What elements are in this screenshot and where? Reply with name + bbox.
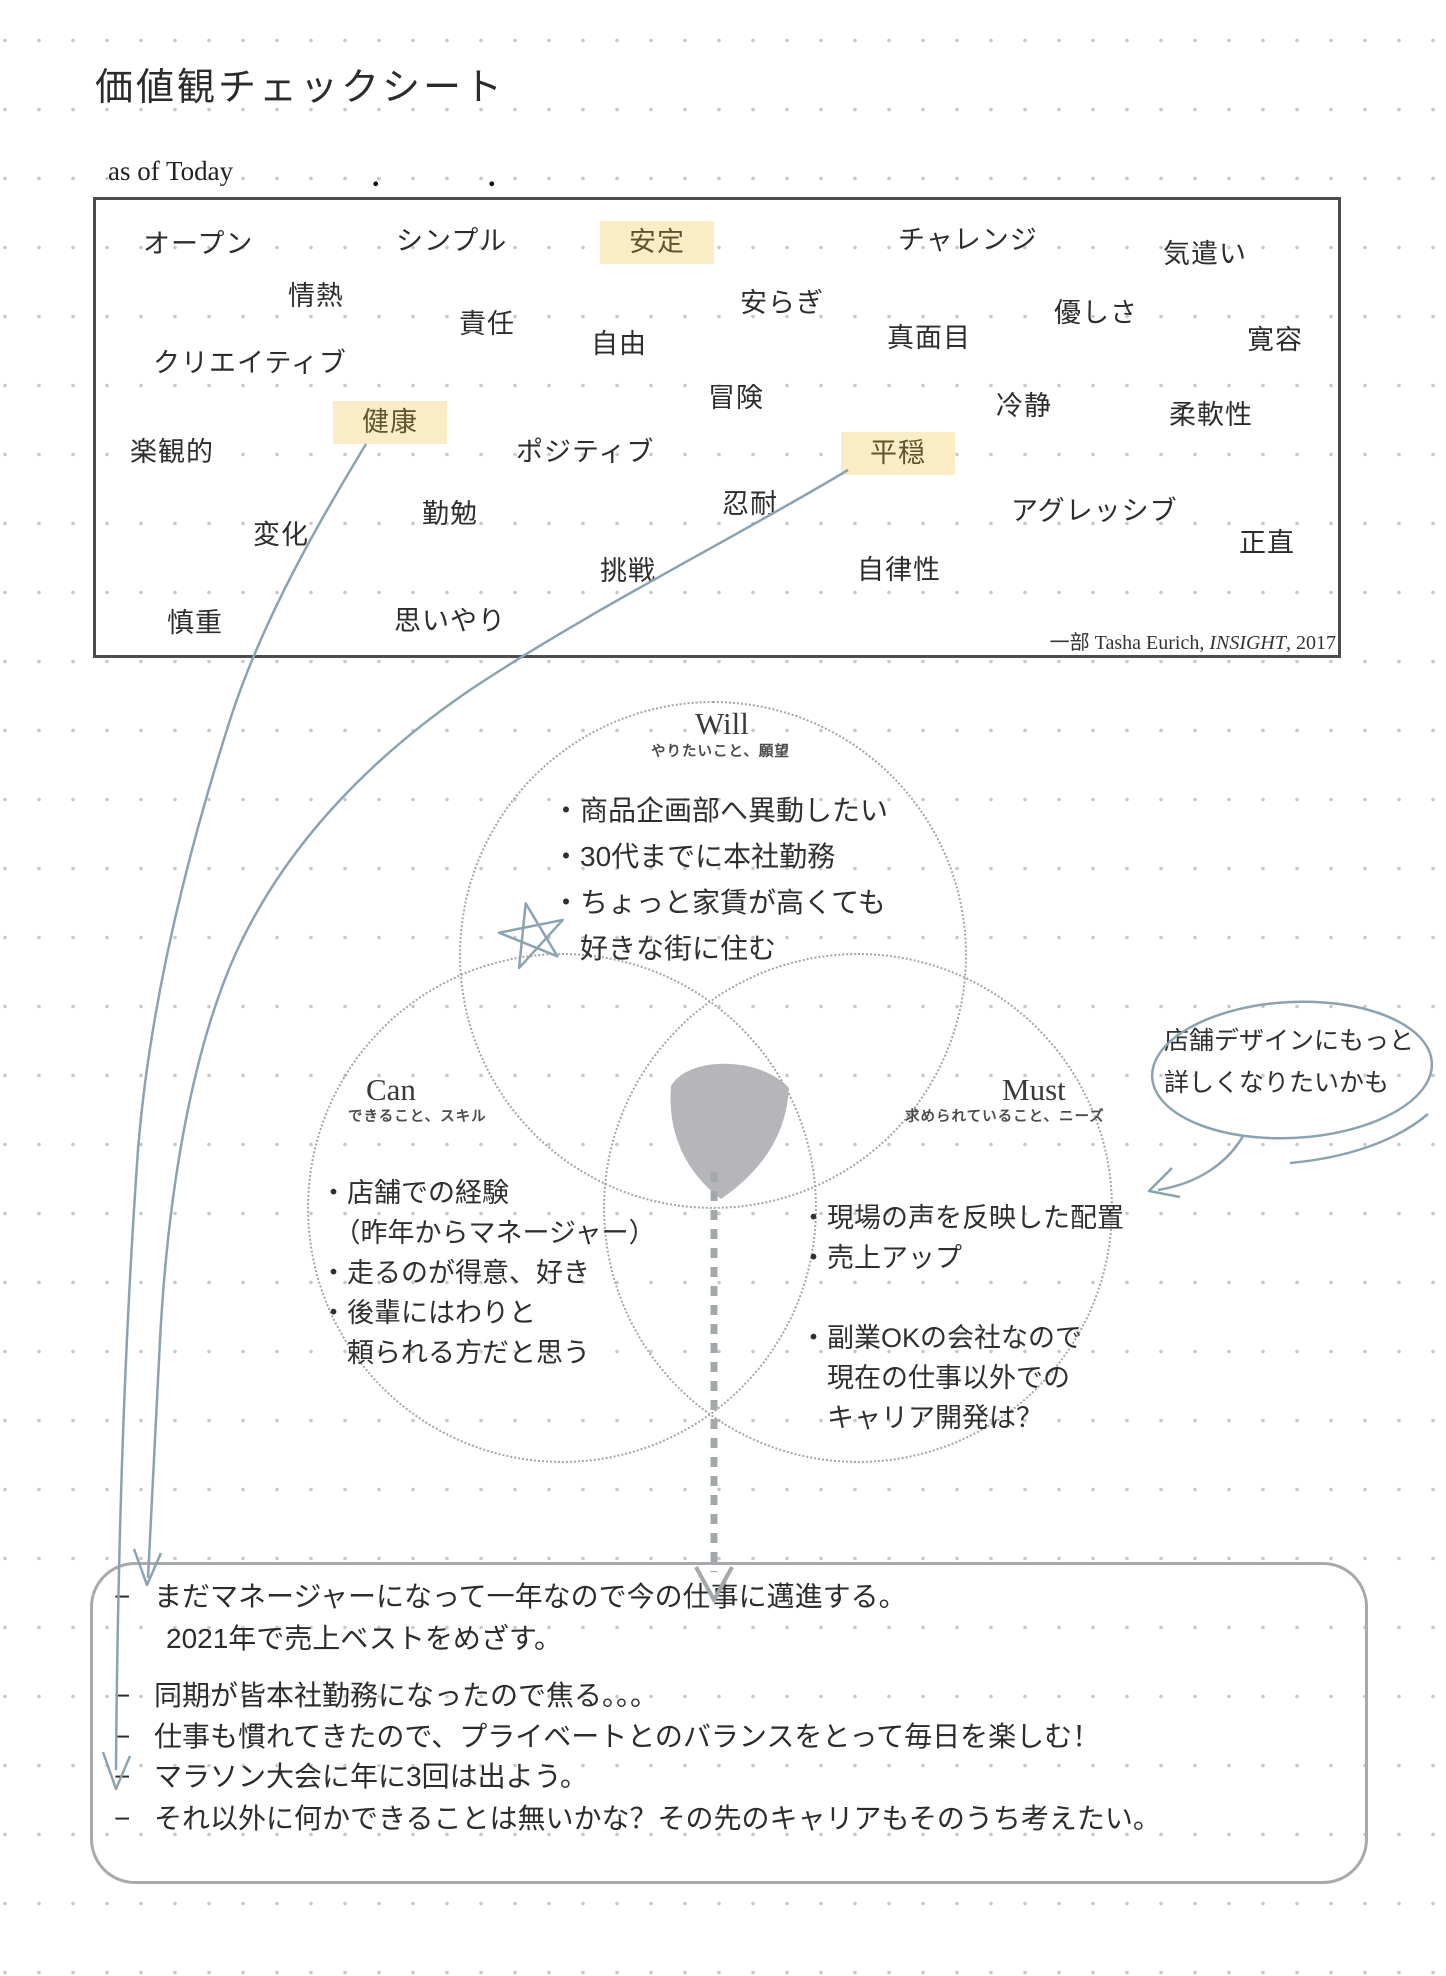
value-word: チャレンジ — [898, 225, 1038, 255]
value-word: オープン — [143, 229, 254, 259]
as-of-label: as of Today — [108, 156, 234, 186]
must-item: ・売上アップ — [800, 1243, 962, 1273]
value-word: 自律性 — [857, 555, 941, 585]
venn-label-will: Will — [695, 706, 749, 741]
value-word: 慎重 — [167, 608, 223, 638]
value-word: 冒険 — [708, 383, 764, 413]
note-text: それ以外に何かできることは無いかな？その先のキャリアもそのうち考えたい。 — [154, 1803, 1161, 1834]
note-line: −仕事も慣れてきたので、プライベートとのバランスをとって毎日を楽しむ！ — [114, 1723, 1100, 1751]
attribution-suffix: , 2017 — [1286, 632, 1336, 654]
will-item: 好きな街に住む — [552, 933, 777, 964]
must-item: ・副業OKの会社なので — [800, 1323, 1083, 1353]
note-line: 2021年で売上ベストをめざす。 — [114, 1625, 562, 1653]
note-dash: − — [114, 1803, 131, 1834]
must-item: 現在の仕事以外での — [800, 1363, 1070, 1393]
value-word: 安らぎ — [740, 288, 824, 318]
venn-sublabel-will: やりたいこと、願望 — [651, 744, 790, 760]
note-dash: − — [114, 1761, 131, 1792]
value-word: 忍耐 — [722, 489, 778, 519]
attribution: 一部 Tasha Eurich, INSIGHT, 2017 — [1014, 626, 1336, 655]
value-word: シンプル — [396, 226, 508, 256]
value-word: 楽観的 — [130, 437, 214, 467]
will-item: ・商品企画部へ異動したい — [552, 795, 889, 826]
note-text: 2021年で売上ベストをめざす。 — [166, 1623, 563, 1654]
speech-bubble-line: 店舗デザインにもっと — [1164, 1027, 1415, 1055]
value-word: 挑戦 — [600, 556, 656, 586]
value-word: 真面目 — [887, 323, 971, 353]
will-item: ・30代までに本社勤務 — [552, 841, 836, 872]
bubble-arrowhead-icon — [1147, 1167, 1181, 1199]
venn-label-can: Can — [366, 1072, 416, 1107]
speech-bubble-text: 店舗デザインにもっと 詳しくなりたいかも — [1164, 1020, 1414, 1104]
note-text: マラソン大会に年に3回は出よう。 — [154, 1761, 588, 1792]
value-word-highlighted: 平穏 — [841, 432, 955, 475]
venn-label-must: Must — [1002, 1072, 1066, 1107]
note-dash: − — [114, 1680, 131, 1711]
value-word: クリエイティブ — [153, 348, 347, 378]
must-item: ・現場の声を反映した配置 — [800, 1203, 1124, 1233]
values-box: オープン シンプル 安定 チャレンジ 気遣い情熱責任 安らぎ真面目 優しさ寛容クリエイティブ… — [93, 197, 1341, 658]
note-line: −まだマネージャーになって一年なので今の仕事に邁進する。 — [114, 1583, 907, 1611]
speech-bubble-tail — [1289, 1113, 1429, 1165]
page-title: 価値観チェックシート — [95, 67, 506, 109]
can-item: ・店舗での経験 — [320, 1178, 509, 1208]
date-dot: . — [372, 160, 380, 193]
value-word-highlighted: 安定 — [600, 221, 714, 264]
value-word-highlighted: 健康 — [333, 401, 447, 444]
can-item: （昨年からマネージャー） — [320, 1218, 656, 1248]
value-word: 勤勉 — [422, 499, 478, 529]
attribution-book-title: INSIGHT — [1209, 632, 1286, 654]
venn-sublabel-can: できること、スキル — [348, 1109, 487, 1125]
note-dash: − — [114, 1721, 131, 1752]
note-line: −マラソン大会に年に3回は出よう。 — [114, 1763, 588, 1791]
can-items: ・店舗での経験 （昨年からマネージャー） ・走るのが得意、好き・後輩にはわりと 頼… — [320, 1180, 656, 1380]
value-word: 冷静 — [996, 391, 1052, 421]
must-item: キャリア開発は？ — [800, 1403, 1043, 1433]
value-word: ポジティブ — [516, 437, 655, 467]
value-word: 思いやり — [394, 606, 506, 636]
note-text: まだマネージャーになって一年なので今の仕事に邁進する。 — [154, 1581, 907, 1612]
value-word: 寛容 — [1247, 325, 1303, 355]
venn-sublabel-must: 求められていること、ニーズ — [905, 1109, 1105, 1125]
date-dot: . — [488, 160, 496, 193]
will-item: ・ちょっと家賃が高くても — [552, 887, 886, 918]
speech-bubble-line: 詳しくなりたいかも — [1164, 1069, 1390, 1097]
value-word: 優しさ — [1054, 298, 1138, 328]
note-line: −それ以外に何かできることは無いかな？その先のキャリアもそのうち考えたい。 — [114, 1805, 1161, 1833]
note-text: 同期が皆本社勤務になったので焦る。。。 — [154, 1680, 659, 1711]
will-items: ・商品企画部へ異動したい・30代までに本社勤務・ちょっと家賃が高くても 好きな街… — [552, 797, 888, 981]
note-dash: − — [114, 1581, 131, 1612]
value-word: 変化 — [253, 520, 309, 550]
value-word: 柔軟性 — [1169, 400, 1253, 430]
can-item: ・後輩にはわりと — [320, 1298, 536, 1328]
value-word: 情熱 — [288, 281, 344, 311]
can-item: ・走るのが得意、好き — [320, 1258, 590, 1288]
can-item: 頼られる方だと思う — [320, 1338, 590, 1368]
value-word: 正直 — [1239, 528, 1295, 558]
value-word: アグレッシブ — [1011, 496, 1178, 526]
value-word: 自由 — [591, 329, 647, 359]
must-item — [800, 1285, 1124, 1325]
speech-bubble-tail — [1157, 1135, 1245, 1192]
note-text: 仕事も慣れてきたので、プライベートとのバランスをとって毎日を楽しむ！ — [154, 1721, 1101, 1752]
value-word: 気遣い — [1163, 239, 1247, 269]
value-word: 責任 — [459, 309, 515, 339]
attribution-prefix: 一部 Tasha Eurich, — [1049, 632, 1210, 654]
must-items: ・現場の声を反映した配置・売上アップ・副業OKの会社なので 現在の仕事以外での … — [800, 1205, 1124, 1445]
note-line: −同期が皆本社勤務になったので焦る。。。 — [114, 1682, 658, 1710]
